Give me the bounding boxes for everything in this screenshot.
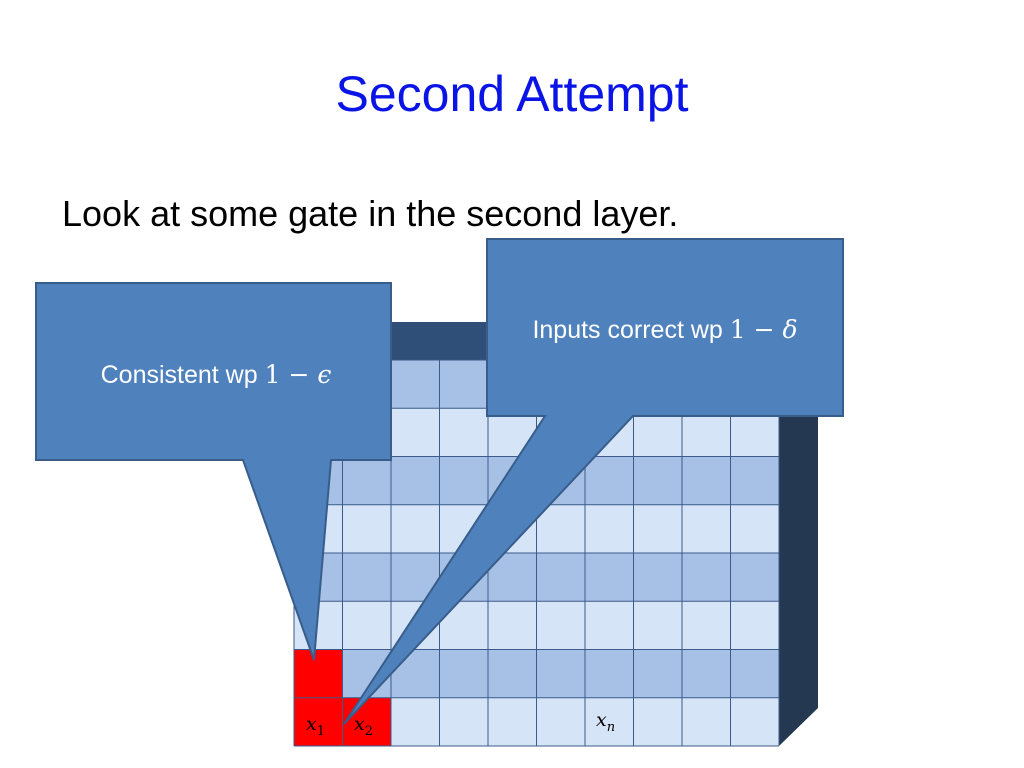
grid-cell xyxy=(391,408,440,457)
grid-cell xyxy=(585,504,634,553)
callout-left xyxy=(35,282,392,661)
callout-right-text: Inputs correct wp 1 − δ xyxy=(532,315,797,344)
slide-title: Second Attempt xyxy=(335,66,689,122)
grid-cell xyxy=(682,456,731,505)
grid-cell xyxy=(730,504,779,553)
grid-cell xyxy=(488,697,537,746)
grid-cell xyxy=(536,649,585,698)
grid-cell xyxy=(391,504,440,553)
grid-cell xyxy=(439,649,488,698)
grid-cell xyxy=(682,553,731,602)
grid-cell xyxy=(730,553,779,602)
grid-cell xyxy=(391,456,440,505)
grid-cell xyxy=(682,649,731,698)
grid-cell xyxy=(730,697,779,746)
grid-cell xyxy=(342,456,391,505)
grid-cell xyxy=(730,649,779,698)
callout-right xyxy=(343,238,844,725)
grid-cell xyxy=(585,456,634,505)
grid-cell xyxy=(536,504,585,553)
grid-cell xyxy=(633,697,682,746)
grid-cell xyxy=(391,697,440,746)
input-label-x1: x1 xyxy=(306,713,325,739)
grid-cell xyxy=(633,456,682,505)
grid-cell xyxy=(585,601,634,650)
highlighted-gate-cell xyxy=(294,697,343,746)
grid-cell xyxy=(439,408,488,457)
grid-cell xyxy=(682,601,731,650)
highlighted-gate-cell xyxy=(342,697,391,746)
grid-cell xyxy=(342,553,391,602)
slide-bullet-text: Look at some gate in the second layer. xyxy=(62,193,679,234)
callout-left-text: Consistent wp 1 − ϵ xyxy=(101,360,332,389)
grid-cell xyxy=(391,360,440,409)
grid-cell xyxy=(536,553,585,602)
grid-cell xyxy=(488,649,537,698)
input-label-x2: x2 xyxy=(354,713,373,739)
grid-cell xyxy=(682,697,731,746)
grid-cell xyxy=(342,601,391,650)
grid-cell xyxy=(682,504,731,553)
grid-cell xyxy=(633,553,682,602)
grid-cell xyxy=(439,697,488,746)
grid-cell xyxy=(633,649,682,698)
grid-right-side xyxy=(779,322,818,746)
grid-cell xyxy=(536,601,585,650)
grid-cell xyxy=(439,360,488,409)
grid-cell xyxy=(342,504,391,553)
grid-cell xyxy=(585,553,634,602)
grid-cell xyxy=(730,601,779,650)
grid-cell xyxy=(730,456,779,505)
grid-cell xyxy=(488,601,537,650)
grid-cell xyxy=(633,504,682,553)
grid-cell xyxy=(439,456,488,505)
input-label-xn: xn xyxy=(596,709,615,735)
grid-cell xyxy=(536,697,585,746)
highlighted-gate-cell xyxy=(294,649,343,698)
grid-cell xyxy=(585,697,634,746)
grid-cell xyxy=(633,601,682,650)
grid-cell xyxy=(585,649,634,698)
